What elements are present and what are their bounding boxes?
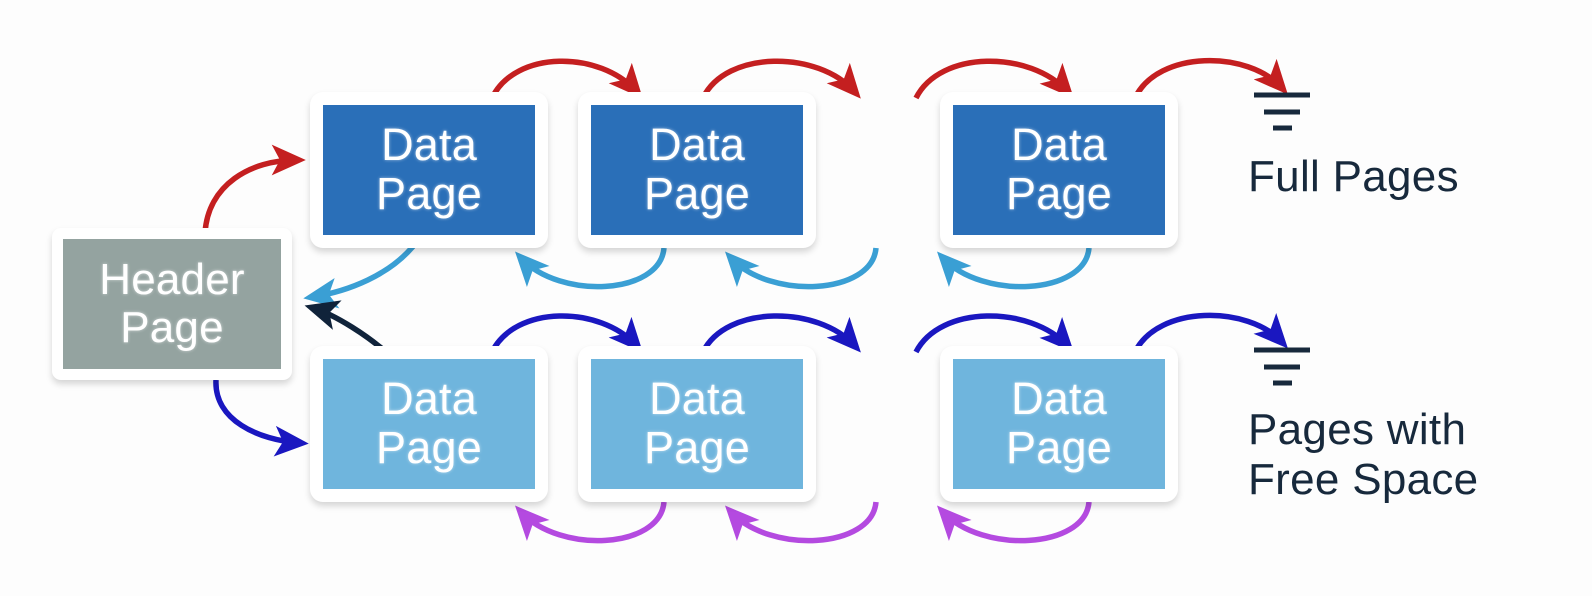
full-page-body-2: Data Page xyxy=(591,105,803,235)
edge-free-next-2 xyxy=(700,313,861,354)
edge-full-prev-1 xyxy=(515,247,667,290)
edge-free-prev-3 xyxy=(937,501,1092,544)
full-page-label-line2: Page xyxy=(1006,168,1112,219)
full-page-label-line1: Data xyxy=(1011,119,1107,171)
free-space-page-node-2[interactable]: Data Page xyxy=(578,346,816,502)
full-page-label-line2: Page xyxy=(644,168,750,219)
full-page-node-2[interactable]: Data Page xyxy=(578,92,816,248)
free-space-page-body-2: Data Page xyxy=(591,359,803,489)
free-space-page-body-3: Data Page xyxy=(953,359,1165,489)
edge-full-next-2 xyxy=(700,58,861,100)
full-page-label-line1: Data xyxy=(381,119,477,171)
edge-full-prev-3 xyxy=(937,247,1092,290)
ground-symbol-full-pages xyxy=(1254,92,1310,131)
free-space-page-label-line2: Page xyxy=(376,422,482,473)
header-page-body: Header Page xyxy=(63,239,281,369)
full-page-label-line2: Page xyxy=(376,168,482,219)
full-page-label-line1: Data xyxy=(649,119,745,171)
free-space-page-body-1: Data Page xyxy=(323,359,535,489)
free-space-page-label-line1: Data xyxy=(1011,373,1107,425)
ground-symbol-free-space-pages xyxy=(1254,347,1310,386)
edge-full-prev-2 xyxy=(725,247,879,290)
free-space-page-label-line1: Data xyxy=(381,373,477,425)
edge-full-next-3 xyxy=(913,58,1074,100)
edge-full-page-1-to-header xyxy=(303,238,421,309)
edge-free-next-3 xyxy=(913,313,1074,354)
edge-free-next-1 xyxy=(489,313,643,354)
free-space-page-label-line2: Page xyxy=(1006,422,1112,473)
edge-free-next-4-to-terminator xyxy=(1132,312,1288,354)
free-space-page-node-1[interactable]: Data Page xyxy=(310,346,548,502)
header-page-node[interactable]: Header Page xyxy=(52,228,292,380)
full-page-body-1: Data Page xyxy=(323,105,535,235)
edge-full-next-4-to-terminator xyxy=(1132,58,1288,100)
full-page-node-1[interactable]: Data Page xyxy=(310,92,548,248)
full-page-body-3: Data Page xyxy=(953,105,1165,235)
edge-free-prev-2 xyxy=(725,501,879,544)
free-space-page-label-line1: Data xyxy=(649,373,745,425)
edge-header-to-free-page-1 xyxy=(213,379,309,457)
legend-full-pages: Full Pages xyxy=(1248,152,1459,201)
free-space-page-label-line2: Page xyxy=(644,422,750,473)
header-page-label-line2: Page xyxy=(120,303,224,352)
full-page-node-3[interactable]: Data Page xyxy=(940,92,1178,248)
free-space-page-node-3[interactable]: Data Page xyxy=(940,346,1178,502)
edge-free-prev-1 xyxy=(515,501,667,544)
header-page-label-line1: Header xyxy=(99,255,245,305)
legend-pages-with-free-space: Pages with Free Space xyxy=(1248,405,1479,505)
edge-header-to-full-page-1 xyxy=(202,144,306,234)
edge-full-next-1 xyxy=(489,58,643,100)
